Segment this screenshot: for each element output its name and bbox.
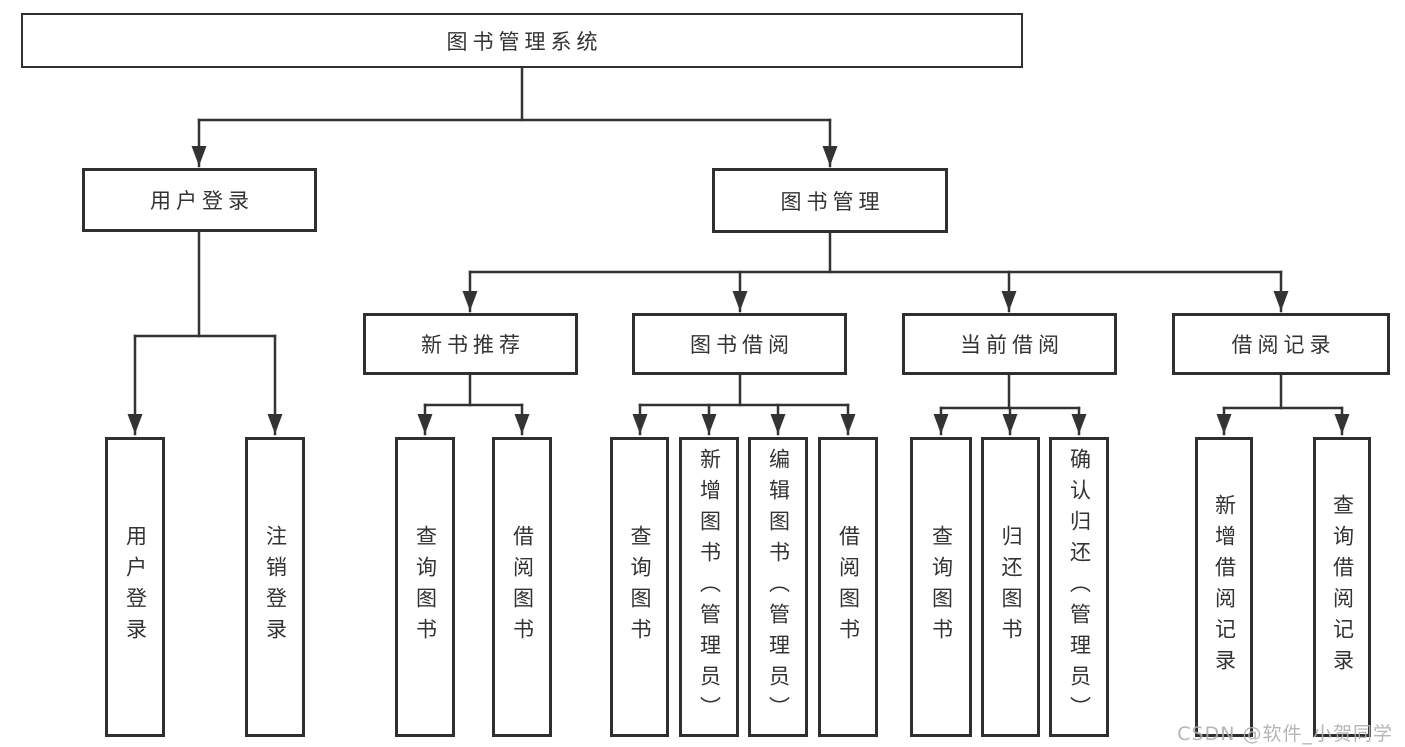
- node-label: 用户登录: [123, 525, 148, 649]
- node-label: 借阅图书: [836, 525, 861, 649]
- leaf-borrow-books-2: 借阅图书: [818, 437, 878, 737]
- node-label: 图书借阅: [690, 333, 794, 357]
- leaf-search-borrow-record: 查询借阅记录: [1313, 437, 1371, 737]
- node-label: 新书推荐: [421, 333, 525, 357]
- node-label: 归还图书: [999, 525, 1023, 649]
- node-user-login-branch: 用户登录: [82, 168, 317, 232]
- leaf-add-borrow-record: 新增借阅记录: [1195, 437, 1253, 737]
- node-label: 借阅图书: [510, 525, 535, 649]
- node-label: 查询图书: [628, 525, 652, 649]
- node-borrowing-records: 借阅记录: [1172, 313, 1390, 375]
- leaf-edit-book-admin: 编辑图书（管理员）: [748, 437, 808, 737]
- leaf-confirm-return-admin: 确认归还（管理员）: [1049, 437, 1109, 737]
- leaf-add-book-admin: 新增图书（管理员）: [679, 437, 739, 737]
- leaf-borrow-books: 借阅图书: [492, 437, 552, 737]
- node-book-management: 图书管理: [712, 168, 948, 233]
- node-label: 编辑图书（管理员）: [766, 447, 791, 727]
- leaf-search-books: 查询图书: [395, 437, 455, 737]
- leaf-return-book: 归还图书: [981, 437, 1040, 737]
- leaf-user-login: 用户登录: [105, 437, 165, 737]
- node-label: 确认归还（管理员）: [1067, 447, 1092, 727]
- node-label: 查询图书: [929, 525, 954, 649]
- node-label: 图书管理系统: [446, 29, 603, 54]
- node-new-book-recommend: 新书推荐: [363, 313, 578, 375]
- leaf-search-books-3: 查询图书: [910, 437, 972, 737]
- node-label: 新增图书（管理员）: [697, 447, 722, 727]
- node-label: 图书管理: [780, 189, 885, 214]
- leaf-search-books-2: 查询图书: [610, 437, 669, 737]
- node-library-management-system: 图书管理系统: [21, 13, 1023, 68]
- leaf-logout: 注销登录: [245, 437, 305, 737]
- node-label: 查询图书: [413, 525, 438, 649]
- node-label: 借阅记录: [1231, 333, 1336, 357]
- node-label: 注销登录: [263, 525, 288, 649]
- node-label: 当前借阅: [960, 333, 1064, 357]
- csdn-watermark: CSDN @软件_小贺同学: [1177, 723, 1393, 745]
- node-label: 新增借阅记录: [1212, 494, 1237, 680]
- node-book-borrowing: 图书借阅: [632, 313, 847, 375]
- node-label: 查询借阅记录: [1330, 494, 1355, 680]
- node-current-borrowing: 当前借阅: [902, 313, 1117, 375]
- node-label: 用户登录: [150, 189, 254, 213]
